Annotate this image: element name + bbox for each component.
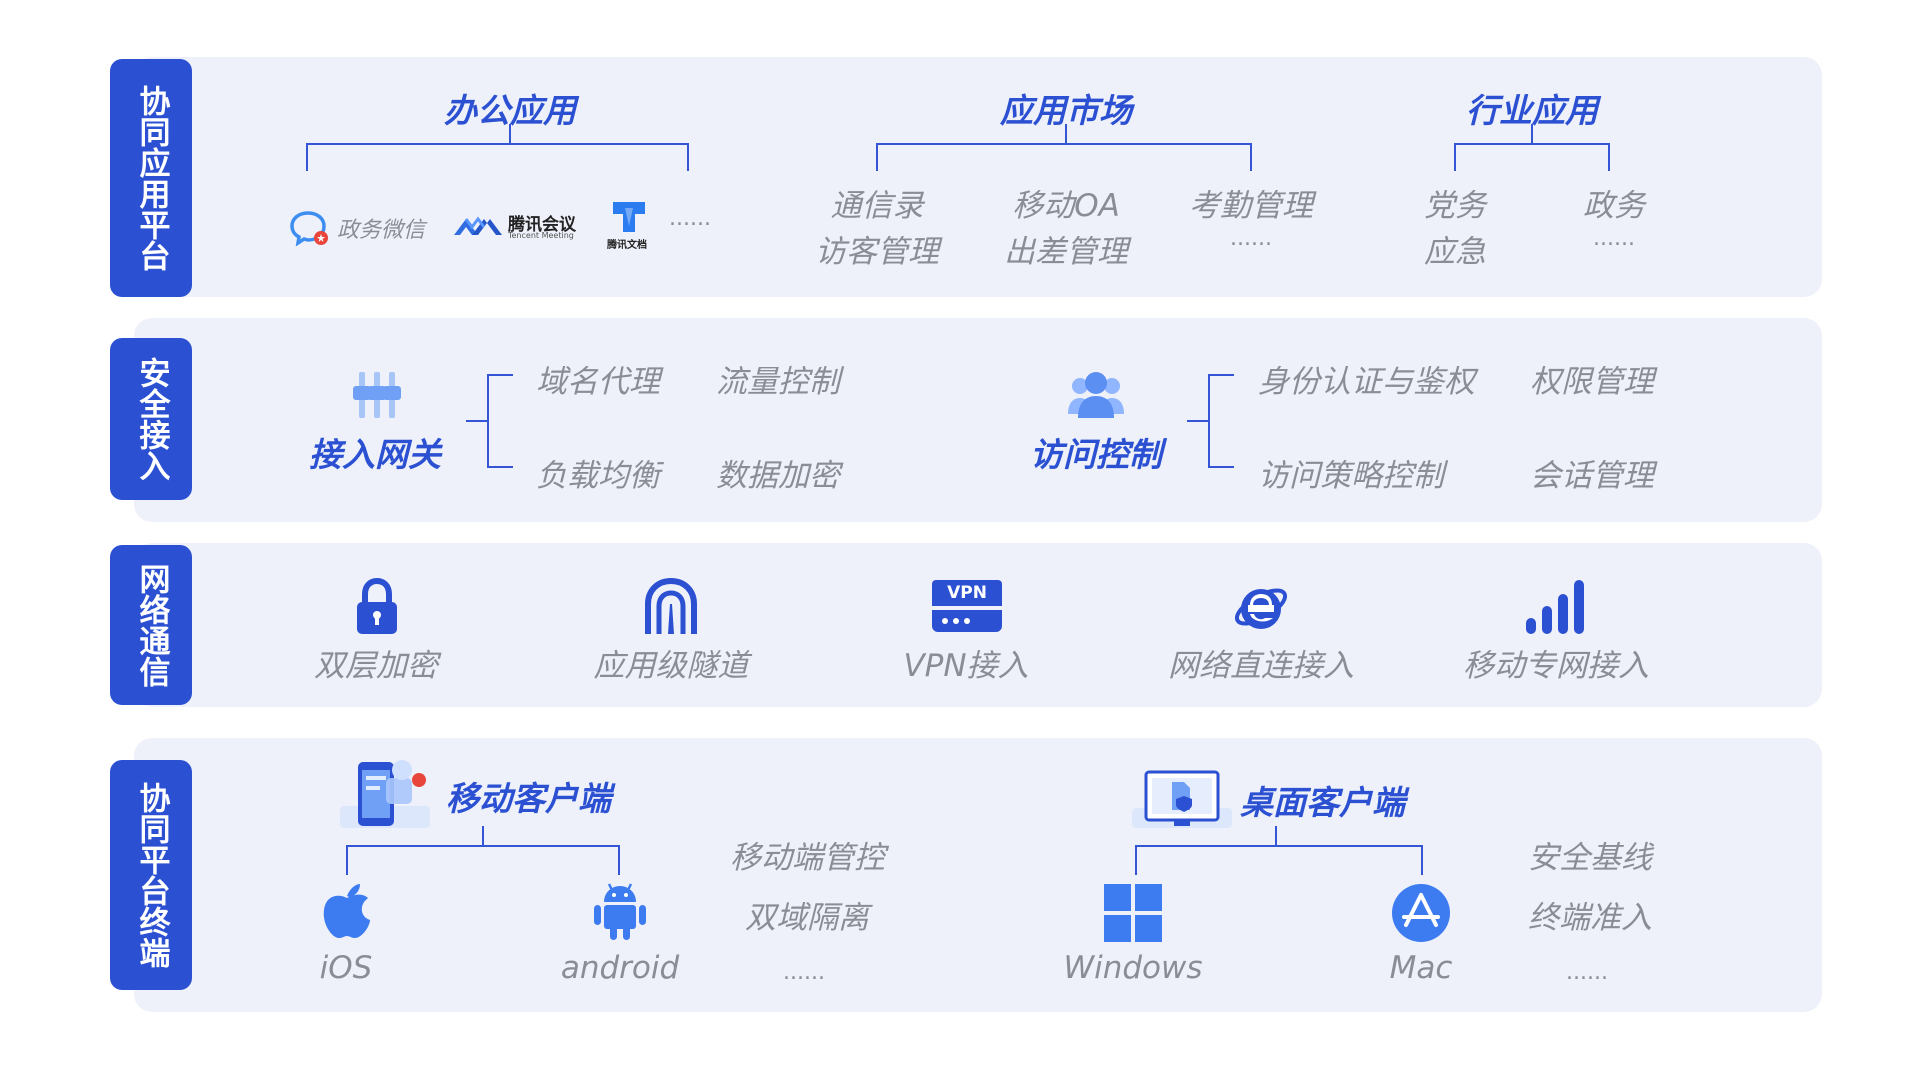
gateway-item: 数据加密	[716, 458, 840, 494]
vpn-badge-label: VPN	[932, 580, 1002, 606]
office-item-tencent-meeting: 腾讯会议	[508, 215, 576, 235]
market-item: 出差管理	[1004, 234, 1128, 270]
office-connector	[306, 143, 689, 145]
desktop-feature: 安全基线	[1528, 840, 1652, 876]
office-item-more: ......	[669, 206, 711, 231]
mobile-connector	[346, 845, 620, 847]
access-connector	[1208, 374, 1210, 468]
network-item: 网络直连接入	[1168, 648, 1354, 684]
lock-icon	[357, 578, 397, 634]
mobile-client-title: 移动客户端	[446, 779, 611, 818]
network-item: 移动专网接入	[1463, 648, 1649, 684]
access-connector	[1187, 420, 1209, 422]
market-connector	[1250, 143, 1252, 171]
windows-icon	[1104, 884, 1162, 942]
gateway-connector	[487, 374, 489, 468]
row-collab-app-panel	[134, 57, 1822, 297]
office-item-tencent-meeting-en: Tencent Meeting	[508, 231, 574, 240]
desktop-platform-mac: Mac	[1389, 950, 1453, 986]
apple-icon	[323, 884, 370, 938]
market-item: 访客管理	[815, 234, 939, 270]
access-item: 访问策略控制	[1258, 458, 1444, 494]
industry-connector	[1608, 143, 1610, 171]
office-apps-title: 办公应用	[444, 91, 576, 130]
office-item-wechat-gov: 政务微信	[337, 218, 426, 243]
desktop-connector	[1135, 845, 1137, 875]
appstore-icon	[1392, 884, 1450, 942]
desktop-app-icon	[1132, 770, 1232, 828]
office-connector	[509, 124, 511, 144]
desktop-connector	[1135, 845, 1423, 847]
vpn-icon: VPN	[932, 580, 1002, 634]
industry-connector	[1531, 124, 1533, 144]
row-label-collab-app: 协同应用平台	[110, 59, 192, 297]
industry-apps-title: 行业应用	[1466, 91, 1598, 130]
market-item-more: ......	[1230, 226, 1272, 251]
desktop-connector	[1275, 826, 1277, 846]
gateway-icon	[353, 372, 401, 418]
industry-item: 政务	[1583, 188, 1645, 224]
office-connector	[306, 143, 308, 171]
tencent-docs-icon	[613, 202, 645, 232]
industry-item-more: ......	[1593, 226, 1635, 251]
access-item: 会话管理	[1530, 458, 1654, 494]
tencent-meeting-icon	[454, 216, 502, 235]
access-connector	[1208, 466, 1234, 468]
market-item: 考勤管理	[1189, 188, 1313, 224]
row-label-terminal: 协同平台终端	[110, 760, 192, 990]
network-item: 双层加密	[314, 648, 438, 684]
row-label-security: 安全接入	[110, 338, 192, 500]
phone-app-icon	[340, 760, 430, 828]
desktop-client-title: 桌面客户端	[1240, 783, 1405, 822]
users-icon	[1068, 372, 1124, 418]
mobile-feature-more: ......	[783, 960, 825, 985]
market-item: 通信录	[830, 188, 924, 224]
gateway-connector	[487, 374, 513, 376]
android-icon	[594, 883, 646, 940]
row-security-panel	[134, 318, 1822, 522]
industry-item: 党务	[1424, 188, 1486, 224]
signal-icon	[1526, 580, 1584, 634]
mobile-connector	[346, 845, 348, 875]
mobile-feature: 双域隔离	[745, 900, 869, 936]
gateway-item: 负载均衡	[536, 458, 660, 494]
network-item: 应用级隧道	[593, 648, 749, 684]
gateway-connector	[487, 466, 513, 468]
access-control-title: 访问控制	[1030, 435, 1162, 474]
market-connector	[876, 143, 878, 171]
mobile-platform-android: android	[560, 950, 680, 986]
mobile-feature: 移动端管控	[730, 840, 885, 876]
network-item: VPN接入	[903, 648, 1029, 684]
market-connector	[1065, 124, 1067, 144]
industry-connector	[1454, 143, 1456, 171]
mobile-platform-ios: iOS	[319, 950, 373, 986]
access-connector	[1208, 374, 1234, 376]
desktop-connector	[1421, 845, 1423, 875]
tunnel-icon	[645, 578, 697, 634]
gateway-connector	[466, 420, 488, 422]
market-connector	[876, 143, 1252, 145]
access-item: 身份认证与鉴权	[1258, 364, 1475, 400]
mobile-connector	[618, 845, 620, 875]
mobile-connector	[482, 826, 484, 846]
gateway-item: 域名代理	[536, 364, 660, 400]
gateway-item: 流量控制	[716, 364, 840, 400]
desktop-feature-more: ......	[1566, 960, 1608, 985]
industry-item: 应急	[1424, 234, 1486, 270]
ie-icon	[1234, 588, 1288, 629]
desktop-platform-windows: Windows	[1063, 950, 1203, 986]
market-item: 移动OA	[1012, 188, 1120, 224]
row-label-network: 网络通信	[110, 545, 192, 705]
desktop-feature: 终端准入	[1528, 900, 1652, 936]
gateway-title: 接入网关	[309, 435, 441, 474]
wechat-gov-icon	[290, 211, 328, 246]
app-market-title: 应用市场	[1000, 91, 1132, 130]
office-item-tencent-docs: 腾讯文档	[607, 240, 647, 251]
access-item: 权限管理	[1530, 364, 1654, 400]
office-connector	[687, 143, 689, 171]
industry-connector	[1454, 143, 1610, 145]
